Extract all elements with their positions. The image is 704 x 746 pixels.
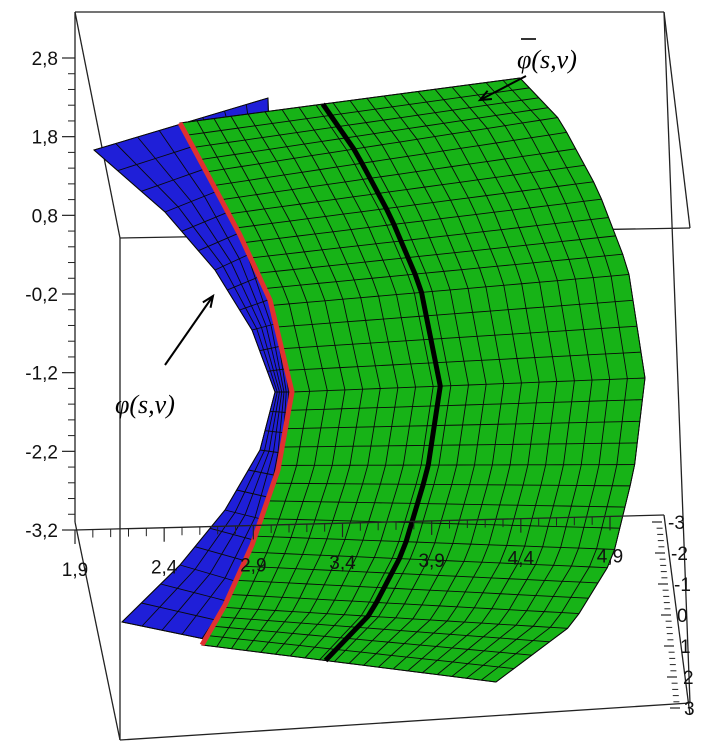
h-tick-label: 1,9 bbox=[62, 560, 88, 581]
mesh-line bbox=[466, 82, 611, 679]
v-tick-label: 2,8 bbox=[32, 49, 58, 70]
d-tick-label: 3 bbox=[684, 699, 695, 720]
d-tick-label: -2 bbox=[671, 544, 688, 565]
surface-curves bbox=[177, 102, 443, 663]
annotation-phi-arrow bbox=[164, 295, 214, 366]
v-tick-label: 0,8 bbox=[32, 206, 58, 227]
horizontal-axis: 1,9 2,4 2,9 3,4 3,9 4,4 4,9 bbox=[62, 514, 665, 581]
d-tick-label: -1 bbox=[674, 575, 691, 596]
mesh-line bbox=[115, 143, 278, 627]
mesh-line bbox=[281, 109, 399, 657]
h-tick-label: 2,4 bbox=[151, 558, 178, 579]
annotation-phi-arrow-head bbox=[202, 293, 215, 308]
mesh-line bbox=[158, 130, 283, 635]
h-tick-label: 3,9 bbox=[418, 551, 444, 572]
mesh-line bbox=[495, 77, 646, 683]
box-edge bbox=[74, 521, 121, 741]
v-tick-label: -0,2 bbox=[25, 285, 58, 306]
d-tick-label: 0 bbox=[677, 606, 688, 627]
depth-axis: -3 -2 -1 0 1 2 3 bbox=[652, 513, 695, 720]
mesh-line bbox=[378, 95, 505, 668]
annotations: φ(s,v) φ(s,v) bbox=[115, 38, 577, 419]
mesh-line bbox=[451, 84, 593, 677]
mesh-line bbox=[137, 136, 280, 631]
box-edge bbox=[663, 11, 691, 229]
d-tick-label: 2 bbox=[683, 668, 694, 689]
black-curve bbox=[320, 102, 443, 663]
mesh-line bbox=[93, 149, 276, 623]
annotation-phi: φ(s,v) bbox=[115, 390, 175, 419]
mesh-line bbox=[363, 97, 487, 666]
h-axis-line bbox=[74, 514, 665, 531]
mesh-line bbox=[348, 100, 469, 664]
mesh-line bbox=[247, 113, 364, 653]
h-tick-label: 3,4 bbox=[329, 553, 356, 574]
green-surface bbox=[179, 77, 646, 683]
green-surface-patch bbox=[179, 77, 646, 683]
d-tick-label: -3 bbox=[668, 513, 685, 534]
mesh-line bbox=[332, 102, 452, 662]
mesh-line bbox=[264, 111, 381, 655]
v-tick-label: -3,2 bbox=[25, 521, 58, 542]
mesh-line bbox=[196, 120, 311, 648]
mesh-line bbox=[436, 86, 575, 675]
v-tick-label: -1,2 bbox=[25, 364, 58, 385]
box-edge bbox=[663, 11, 691, 704]
box-edge bbox=[119, 702, 691, 741]
mesh-line bbox=[213, 118, 328, 649]
h-tick-label: 2,9 bbox=[240, 555, 266, 576]
red-curve bbox=[177, 121, 295, 647]
annotation-phi-bar: φ(s,v) bbox=[517, 45, 577, 74]
mesh-line bbox=[392, 93, 522, 670]
mesh-line bbox=[230, 116, 346, 651]
box-edge bbox=[74, 11, 121, 239]
annotation-phi-bar-arrow-head bbox=[477, 90, 493, 102]
mesh-line bbox=[298, 107, 417, 659]
vertical-axis: 2,8 1,8 0,8 -0,2 -1,2 -2,2 -3,2 bbox=[25, 49, 75, 542]
d-tick-label: 1 bbox=[680, 637, 691, 658]
v-tick-label: 1,8 bbox=[32, 128, 58, 149]
depth-axis-line bbox=[663, 514, 691, 716]
mesh-line bbox=[407, 91, 540, 672]
mesh-line bbox=[422, 88, 558, 674]
h-tick-label: 4,4 bbox=[508, 549, 535, 570]
mesh-line bbox=[481, 79, 628, 681]
h-tick-label: 4,9 bbox=[597, 546, 623, 567]
mesh-line bbox=[315, 104, 434, 661]
v-tick-label: -2,2 bbox=[25, 442, 58, 463]
annotation-phi-bar-arrow bbox=[479, 75, 527, 101]
